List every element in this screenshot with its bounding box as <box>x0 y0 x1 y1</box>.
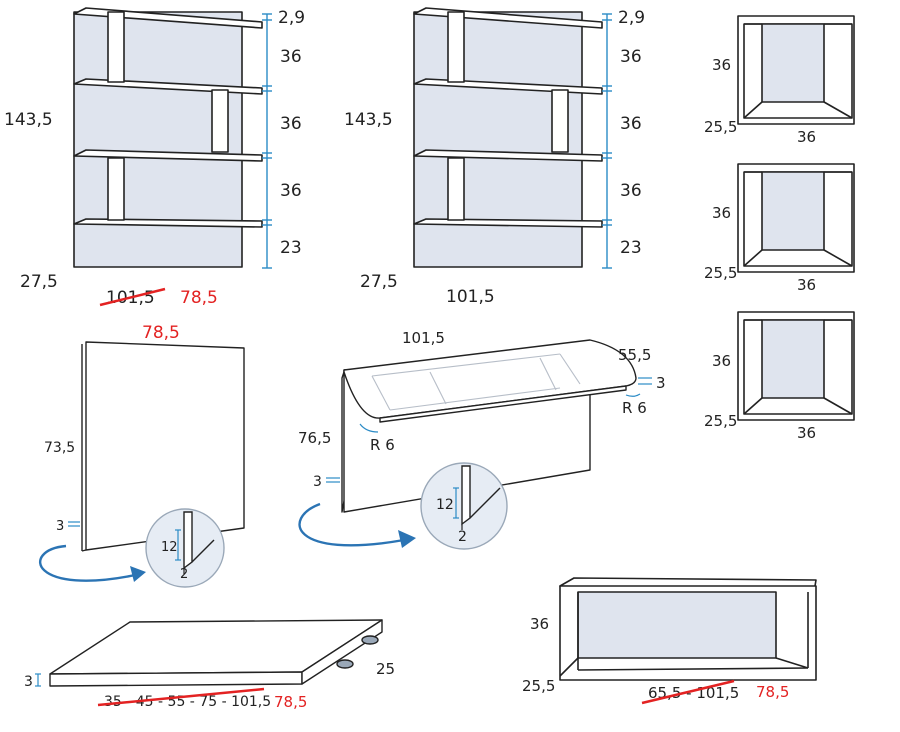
wide-cube-width-old: 65,5 - 101,5 <box>648 684 739 702</box>
wall-panel-detail-arrow <box>39 544 141 582</box>
shelf-board-thickness-marker <box>35 673 41 687</box>
wall-panel-height: 73,5 <box>44 440 75 456</box>
cube-3 <box>737 311 855 421</box>
bookcase-right-divider-2 <box>551 89 569 153</box>
cube-2 <box>737 163 855 273</box>
desk-depth: 55,5 <box>618 346 651 364</box>
shelf-board <box>49 619 383 687</box>
wall-panel-detail-circle <box>145 508 225 588</box>
shelf-board-depth: 25 <box>376 660 395 678</box>
bookcase-left-depth: 27,5 <box>20 272 58 292</box>
cube-3-height: 36 <box>712 352 731 370</box>
wall-panel-face <box>85 341 245 551</box>
bookcase-right-bottom-gap: 23 <box>620 238 642 258</box>
desk-detail-arrow <box>298 502 405 547</box>
bookcase-right-divider-1 <box>447 11 465 83</box>
wall-panel-width: 78,5 <box>142 323 180 343</box>
shelf-board-thickness: 3 <box>24 674 33 690</box>
desk-groove-depth: 12 <box>436 497 454 513</box>
cube-2-back-panel <box>761 171 825 251</box>
wide-cube-back-panel <box>577 591 777 659</box>
bookcase-left-width-strike <box>99 287 166 307</box>
bookcase-right-depth: 27,5 <box>360 272 398 292</box>
wall-panel-groove-depth: 12 <box>161 540 178 555</box>
bookcase-right-height: 143,5 <box>344 110 393 130</box>
wide-cube-width-strike <box>641 679 735 705</box>
desk-width: 101,5 <box>402 329 445 347</box>
bookcase-left-spacing-3: 36 <box>280 181 302 201</box>
bookcase-left-divider-2 <box>211 89 229 153</box>
desk-height: 76,5 <box>298 429 331 447</box>
shelf-board-length-new: 78,5 <box>274 693 307 711</box>
wall-panel-groove-width: 2 <box>180 567 188 582</box>
bookcase-right-spacing-2: 36 <box>620 114 642 134</box>
bookcase-right-dimension-line <box>602 13 612 269</box>
desk-groove-width: 2 <box>458 529 467 545</box>
cube-1 <box>737 15 855 125</box>
cube-2-height: 36 <box>712 204 731 222</box>
bookcase-left-shelf-4 <box>73 218 263 228</box>
desk-radius-left: R 6 <box>370 436 395 454</box>
desk-radius-left-arc <box>359 423 379 433</box>
bookcase-left-height: 143,5 <box>4 110 53 130</box>
wall-panel <box>81 341 245 552</box>
shelf-board-lengths-old: 35 - 45 - 55 - 75 - 101,5 <box>104 694 271 710</box>
shelf-board-hole-1 <box>336 659 354 669</box>
desk <box>341 339 637 513</box>
wall-panel-thickness-marker <box>68 521 80 527</box>
bookcase-left-spacing-1: 36 <box>280 47 302 67</box>
bookcase-left-dimension-line <box>262 13 272 269</box>
desk-top <box>343 339 637 419</box>
wide-cube <box>559 577 817 681</box>
shelf-board-lengths-strike <box>97 687 265 707</box>
bookcase-right-spacing-3: 36 <box>620 181 642 201</box>
cube-1-depth: 25,5 <box>704 118 737 136</box>
bookcase-right-spacing-1: 36 <box>620 47 642 67</box>
cube-2-depth: 25,5 <box>704 264 737 282</box>
bookcase-right-top-gap: 2,9 <box>618 8 645 28</box>
desk-radius-right: R 6 <box>622 399 647 417</box>
bookcase-right-width: 101,5 <box>446 287 495 307</box>
cube-1-back-panel <box>761 23 825 103</box>
bookcase-right-shelf-3 <box>413 149 603 162</box>
wide-cube-height: 36 <box>530 615 549 633</box>
cube-1-width: 36 <box>797 128 816 146</box>
shelf-board-hole-2 <box>361 635 379 645</box>
desk-thickness-marker <box>638 377 652 385</box>
bookcase-left-divider-3 <box>107 157 125 221</box>
desk-top-thickness: 3 <box>656 374 666 392</box>
desk-arrowhead <box>398 530 416 548</box>
bookcase-right-divider-3 <box>447 157 465 221</box>
bookcase-left-shelf-3 <box>73 149 263 162</box>
cube-3-width: 36 <box>797 424 816 442</box>
desk-panel-thickness-marker <box>326 477 340 483</box>
bookcase-left-divider-1 <box>107 11 125 83</box>
bookcase-left <box>73 7 263 268</box>
desk-panel-thickness: 3 <box>313 474 322 490</box>
cube-3-depth: 25,5 <box>704 412 737 430</box>
bookcase-left-width-new: 78,5 <box>180 288 218 308</box>
bookcase-right-shelf-4 <box>413 218 603 228</box>
bookcase-left-bottom-gap: 23 <box>280 238 302 258</box>
wall-panel-arrowhead <box>130 566 146 582</box>
cube-1-height: 36 <box>712 56 731 74</box>
wide-cube-width-new: 78,5 <box>756 683 789 701</box>
desk-radius-right-arc <box>625 393 641 397</box>
bookcase-left-spacing-2: 36 <box>280 114 302 134</box>
bookcase-right <box>413 7 603 268</box>
shelf-board-side <box>301 619 383 685</box>
shelf-board-front <box>49 671 303 687</box>
desk-detail-circle <box>420 462 508 550</box>
cube-3-back-panel <box>761 319 825 399</box>
shelf-board-top <box>49 619 383 675</box>
bookcase-left-top-gap: 2,9 <box>278 8 305 28</box>
cube-2-width: 36 <box>797 276 816 294</box>
desk-hidden-frame <box>371 353 581 411</box>
wide-cube-depth: 25,5 <box>522 677 555 695</box>
wall-panel-thickness: 3 <box>56 519 64 534</box>
